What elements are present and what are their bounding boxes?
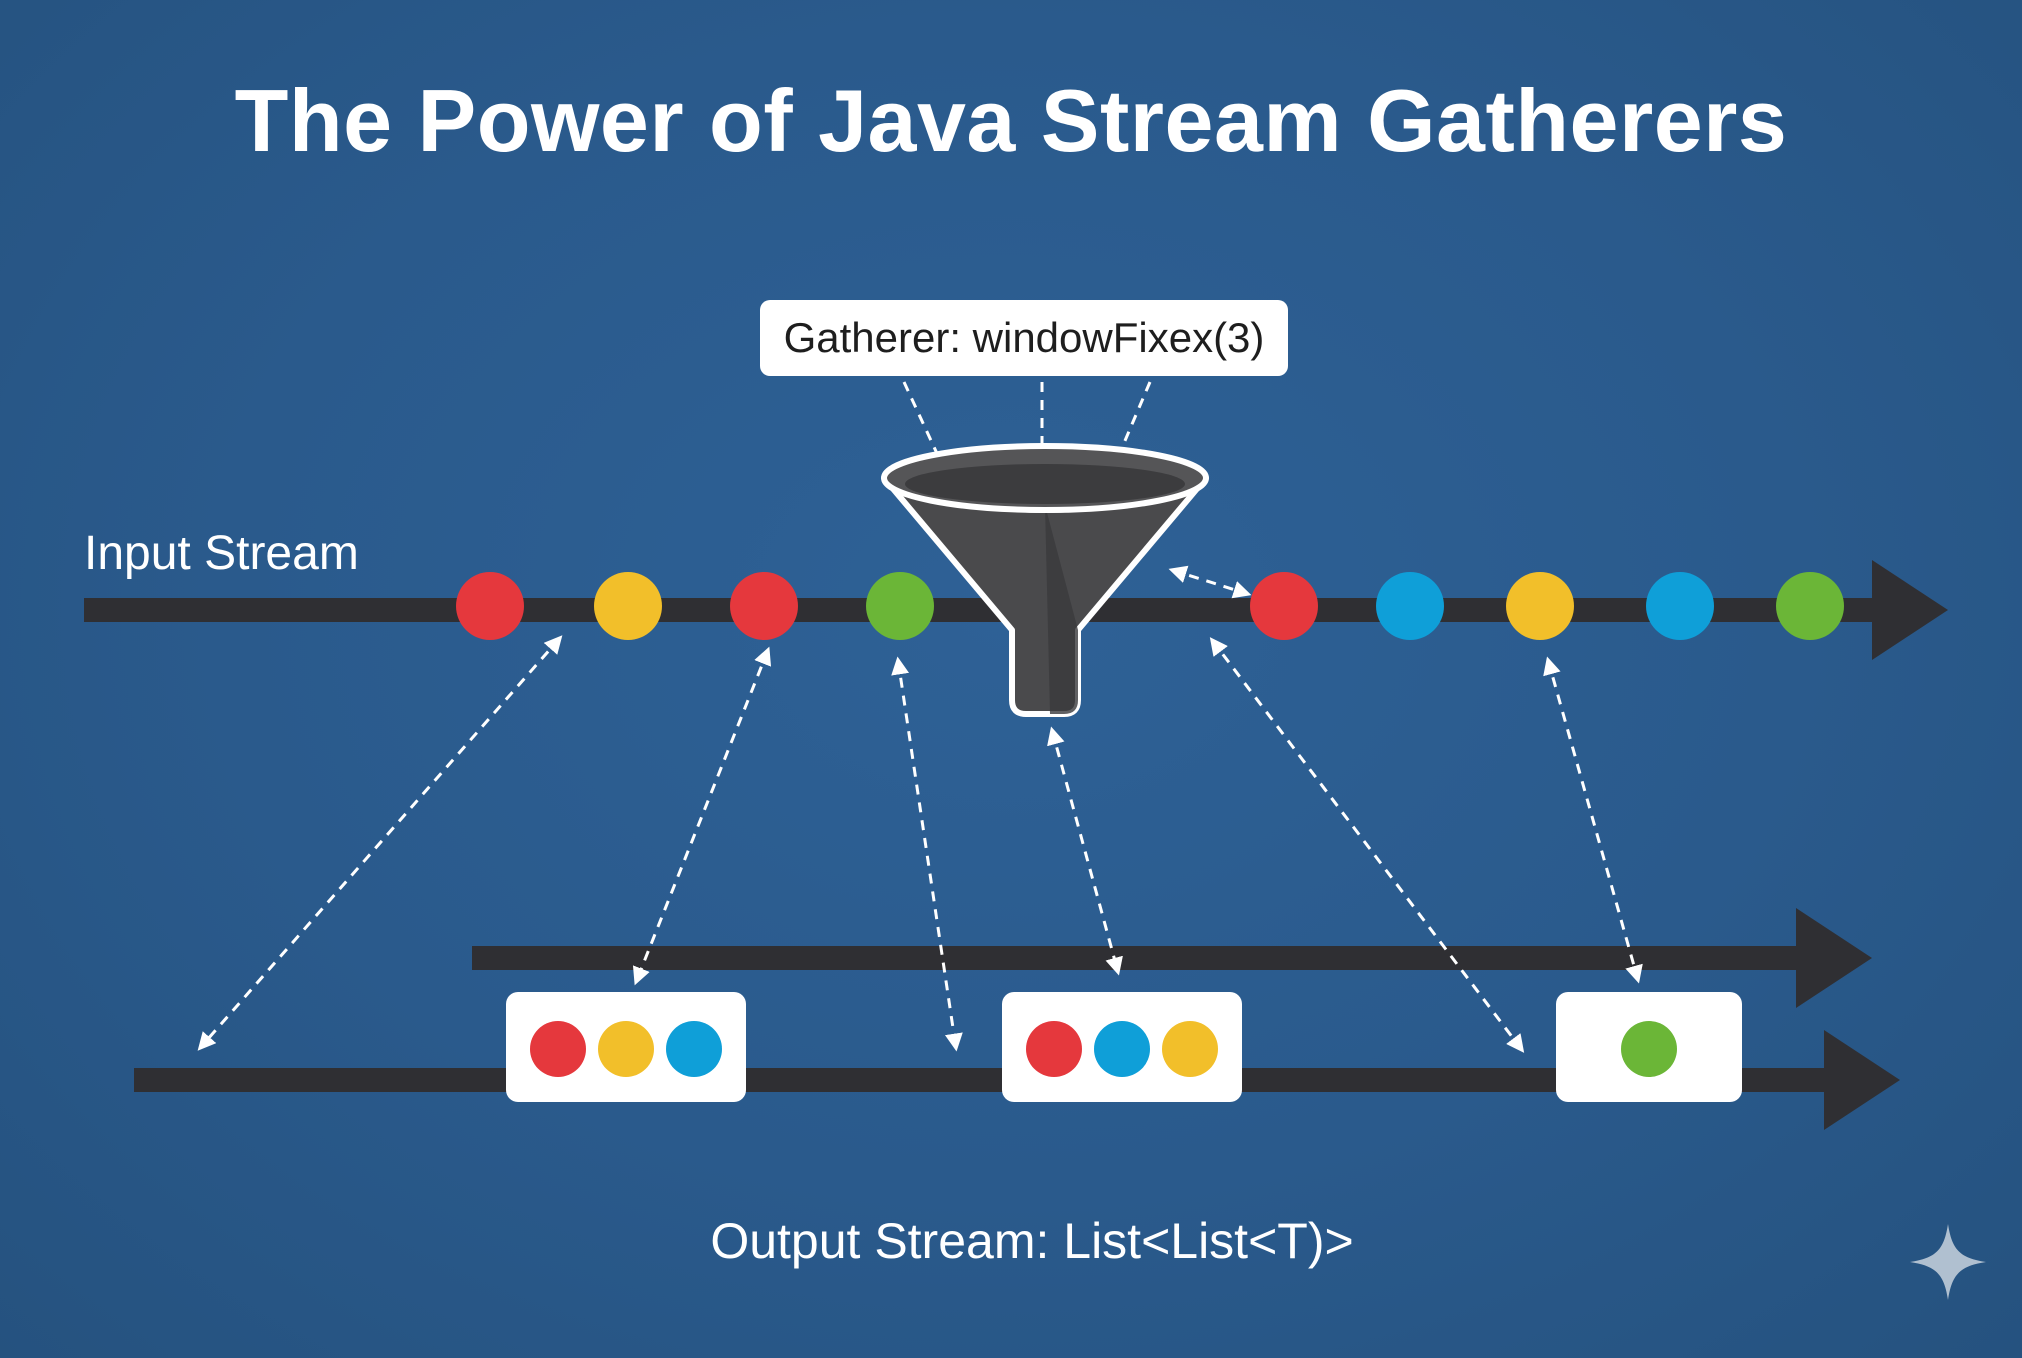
connector-arrow [1209,637,1525,1053]
input-element-green [866,572,934,640]
window-element-yellow [1162,1021,1218,1077]
connector-arrow [891,656,963,1052]
output-window-box [1556,992,1742,1102]
input-element-green [1776,572,1844,640]
output-stream-label: Output Stream: List<List<T)> [710,1213,1354,1269]
connector-arrow [632,646,772,986]
window-element-blue [1094,1021,1150,1077]
input-element-blue [1376,572,1444,640]
window-element-red [1026,1021,1082,1077]
input-stream-label: Input Stream [84,527,359,580]
input-element-yellow [1506,572,1574,640]
sparkle-icon [1910,1224,1986,1300]
input-element-red [456,572,524,640]
window-element-green [1621,1021,1677,1077]
connector-arrow [1168,565,1252,599]
window-element-blue [666,1021,722,1077]
output-stream-arrowhead [1824,1030,1900,1130]
window-element-red [530,1021,586,1077]
input-element-red [730,572,798,640]
input-element-yellow [594,572,662,640]
middle-stream-arrowhead [1796,908,1872,1008]
connector-arrow [197,635,563,1051]
page-title: The Power of Java Stream Gatherers [234,71,1788,170]
input-element-red [1250,572,1318,640]
output-window-box [506,992,746,1102]
output-window-box [1002,992,1242,1102]
input-stream-arrowhead [1872,560,1948,660]
funnel-icon [881,443,1209,717]
connector-arrow [1047,726,1123,976]
connector-arrow [1543,656,1643,984]
gatherer-label: Gatherer: windowFixex(3) [760,300,1288,376]
input-element-blue [1646,572,1714,640]
window-element-yellow [598,1021,654,1077]
